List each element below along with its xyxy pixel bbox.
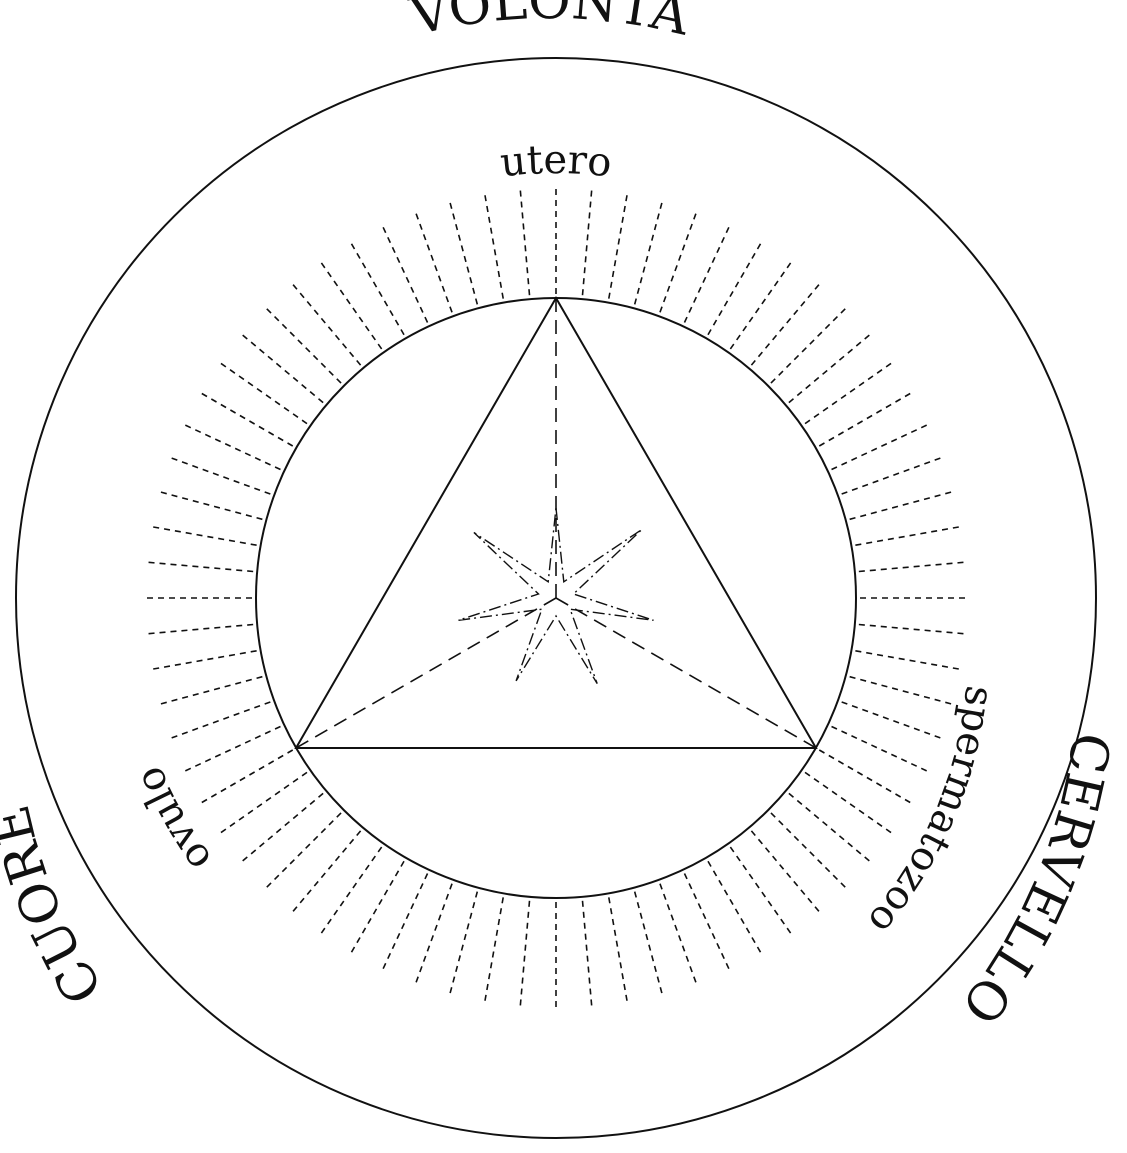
dashed-ray	[291, 283, 362, 366]
dashed-ray	[291, 830, 362, 913]
dashed-ray	[858, 561, 965, 573]
dashed-ray	[147, 623, 254, 635]
dashed-ray	[818, 749, 912, 804]
label-spermatozoo-text: spermatozoo	[859, 683, 1003, 943]
dashed-ray	[200, 392, 294, 447]
dashed-ray	[581, 189, 593, 296]
dashed-ray	[382, 226, 429, 323]
dashed-ray	[519, 189, 531, 296]
dashed-ray	[729, 261, 792, 350]
dashed-ray	[519, 900, 531, 1007]
dashed-ray	[633, 201, 663, 305]
dashed-ray	[729, 846, 792, 935]
dashed-ray	[147, 561, 254, 573]
dashed-ray	[581, 900, 593, 1007]
dashed-ray	[849, 675, 953, 705]
dashed-ray	[382, 873, 429, 970]
dashed-ray	[152, 650, 257, 670]
inscribed-triangle	[294, 296, 818, 749]
dashed-ray	[159, 491, 263, 521]
label-ovulo-text: ovulo	[126, 760, 221, 880]
dashed-ray	[855, 650, 960, 670]
dashed-ray	[350, 860, 405, 954]
dashed-line-to-ovulo	[295, 597, 557, 749]
dashed-ray	[858, 623, 965, 635]
dashed-ray	[841, 701, 942, 739]
dashed-ray	[184, 424, 281, 471]
label-utero: utero	[498, 137, 614, 186]
dashed-ray	[449, 201, 479, 305]
dashed-ray	[750, 830, 821, 913]
dashed-ray	[818, 392, 912, 447]
dashed-ray	[608, 194, 628, 299]
dashed-ray	[707, 242, 762, 336]
dashed-ray	[265, 812, 342, 889]
label-spermatozoo: spermatozoo	[859, 683, 1003, 943]
label-ovulo: ovulo	[126, 760, 221, 880]
label-utero-text: utero	[498, 137, 614, 186]
dashed-ray	[350, 242, 405, 336]
dashed-ray	[770, 812, 847, 889]
dashed-ray	[683, 226, 730, 323]
dashed-ray	[241, 792, 324, 863]
dashed-ray	[200, 749, 294, 804]
dashed-ray	[841, 457, 942, 495]
dashed-ray	[707, 860, 762, 954]
dashed-ray	[159, 675, 263, 705]
dashed-ray	[633, 891, 663, 995]
dashed-ray	[415, 883, 453, 984]
dashed-ray	[788, 333, 871, 404]
dashed-ray	[750, 283, 821, 366]
dashed-ray	[831, 725, 928, 772]
dashed-ray	[320, 846, 383, 935]
dashed-ray	[415, 212, 453, 313]
dashed-ray	[184, 725, 281, 772]
label-volonta-text: VOLONTÀ	[404, 0, 696, 48]
dashed-ray	[804, 771, 893, 834]
dashed-ray	[608, 897, 628, 1002]
label-cuore: CUORE	[0, 799, 115, 1013]
dashed-ray	[449, 891, 479, 995]
dashed-ray	[484, 194, 504, 299]
dashed-ray	[170, 701, 271, 739]
dashed-ray	[788, 792, 871, 863]
label-cuore-text: CUORE	[0, 799, 115, 1013]
dashed-line-to-spermatozoo	[555, 597, 817, 749]
dashed-ray	[320, 261, 383, 350]
dashed-ray	[849, 491, 953, 521]
dashed-ray	[219, 771, 308, 834]
dashed-ray	[770, 307, 847, 384]
dashed-ray	[170, 457, 271, 495]
dashed-ray	[804, 362, 893, 425]
dashed-ray	[659, 883, 697, 984]
label-volonta: VOLONTÀ	[404, 0, 696, 48]
outer-circle	[15, 57, 1097, 1139]
dashed-ray	[855, 526, 960, 546]
dashed-ray	[683, 873, 730, 970]
dashed-ray	[219, 362, 308, 425]
seven-pointed-star	[458, 507, 654, 684]
dashed-rays	[146, 188, 966, 1008]
dashed-ray	[241, 333, 324, 404]
dashed-ray	[831, 424, 928, 471]
dashed-ray	[265, 307, 342, 384]
dashed-ray	[659, 212, 697, 313]
dashed-ray	[484, 897, 504, 1002]
dashed-ray	[152, 526, 257, 546]
